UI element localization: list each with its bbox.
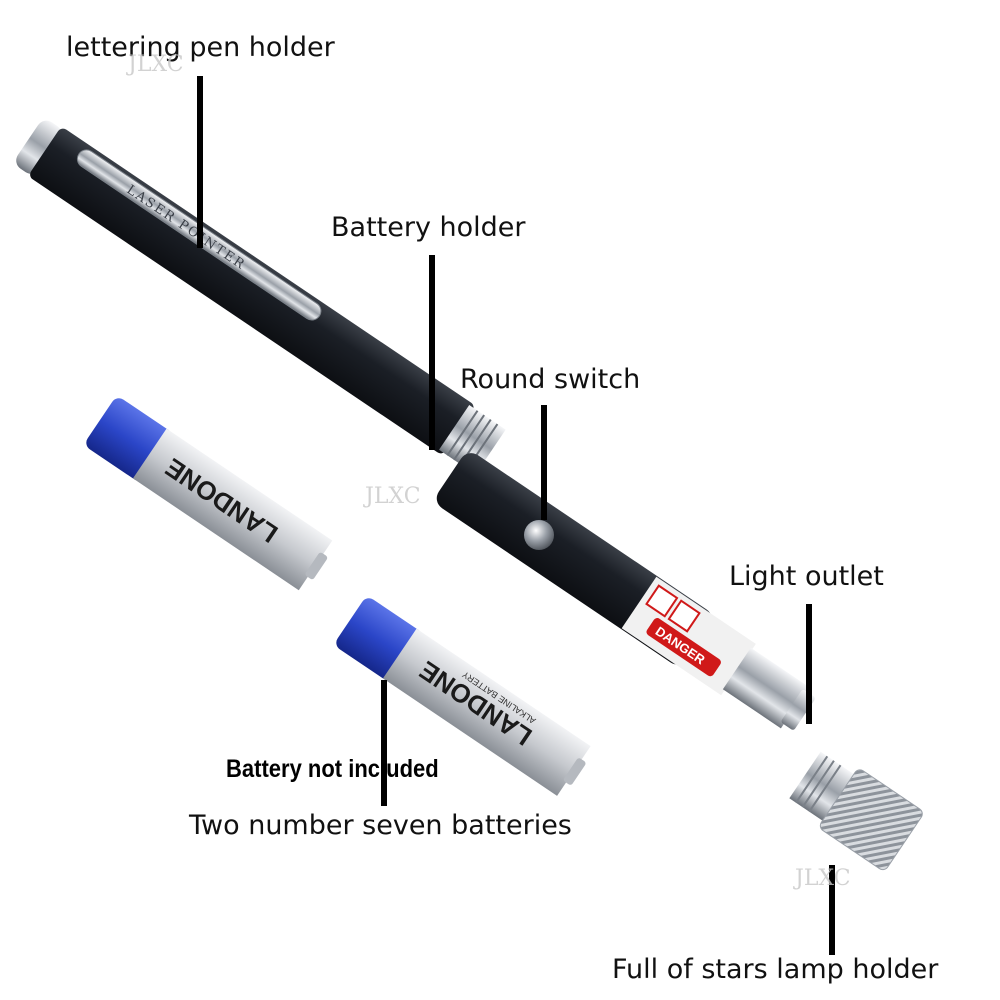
watermark-middle: JLXC [365,484,421,509]
leader-stars-lamp [829,865,835,955]
leader-lettering [197,76,203,248]
label-light-outlet: Light outlet [729,561,884,592]
watermark-bottom: JLXC [795,866,851,891]
leader-round-switch [541,405,547,520]
label-stars-lamp-holder: Full of stars lamp holder [612,954,939,985]
leader-batteries [381,680,387,806]
pen-lower-segment: DANGER [436,453,815,730]
watermark-top: JLXC [128,52,184,77]
star-lamp-cap [789,751,923,871]
label-round-switch: Round switch [460,364,641,395]
label-battery-holder: Battery holder [331,212,526,243]
label-batteries: Two number seven batteries [189,810,572,841]
leader-battery-holder [429,255,435,450]
round-switch-button [524,520,554,550]
battery-1: LANDONE [86,398,333,591]
note-battery-not-included: Battery not included [226,755,439,783]
label-lettering-pen-holder: lettering pen holder [66,32,335,63]
leader-light-outlet [806,604,812,724]
